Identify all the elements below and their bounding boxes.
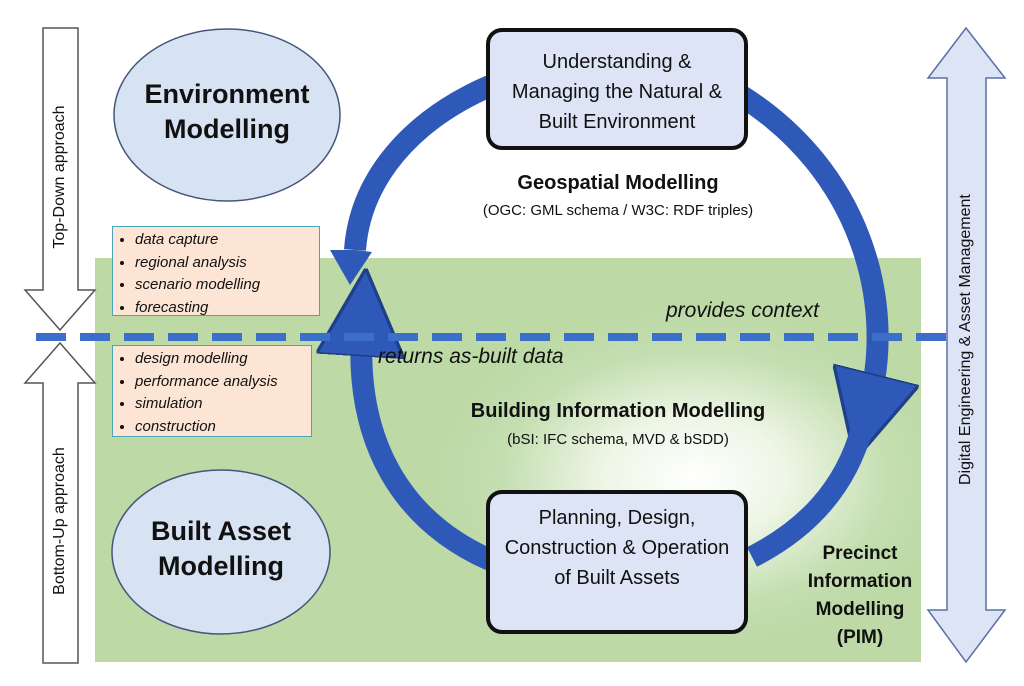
bim-subtitle: (bSI: IFC schema, MVD & bSDD) <box>507 431 729 448</box>
top-down-label: Top-Down approach <box>51 105 68 249</box>
provides-context-note: provides context <box>666 299 819 322</box>
pim-label: Precinct Information Modelling (PIM) <box>807 543 913 648</box>
list-item: regional analysis <box>135 252 313 275</box>
environment-modelling-label: Environment Modelling <box>144 79 310 144</box>
top-bullet-box: data capture regional analysis scenario … <box>112 226 320 316</box>
cycle-arrows <box>330 74 878 571</box>
geospatial-subtitle: (OGC: GML schema / W3C: RDF triples) <box>482 202 754 219</box>
top-box-label: Understanding & Managing the Natural & B… <box>511 51 723 133</box>
list-item: design modelling <box>135 348 305 371</box>
geospatial-title: Geospatial Modelling <box>517 172 719 194</box>
bottom-box-shape <box>486 490 748 634</box>
list-item: simulation <box>135 393 305 416</box>
list-item: scenario modelling <box>135 274 313 297</box>
digital-engineering-label: Digital Engineering & Asset Management <box>957 194 974 485</box>
list-item: construction <box>135 416 305 439</box>
list-item: forecasting <box>135 297 313 320</box>
built-asset-modelling-ellipse <box>111 469 331 635</box>
bim-title: Building Information Modelling <box>470 400 766 422</box>
cycle-arrow-top-left <box>344 74 497 252</box>
cycle-arrow-top-right <box>734 85 878 400</box>
returns-data-note: returns as-built data <box>378 345 564 368</box>
bottom-box-label: Planning, Design, Construction & Operati… <box>504 507 730 589</box>
cycle-arrow-top-left-head <box>330 250 372 285</box>
list-item: performance analysis <box>135 371 305 394</box>
bottom-up-label: Bottom-Up approach <box>51 447 68 595</box>
bottom-bullet-box: design modelling performance analysis si… <box>112 345 312 437</box>
environment-modelling-ellipse <box>113 28 341 202</box>
cycle-arrow-bottom-left <box>361 330 495 571</box>
cycle-arrow-bottom-right <box>746 424 873 567</box>
digital-engineering-arrow <box>926 26 1007 664</box>
list-item: data capture <box>135 229 313 252</box>
bottom-up-arrow <box>23 341 97 664</box>
built-asset-modelling-label: Built Asset Modelling <box>150 516 292 581</box>
top-box-shape <box>486 28 748 150</box>
top-down-arrow <box>23 27 97 332</box>
